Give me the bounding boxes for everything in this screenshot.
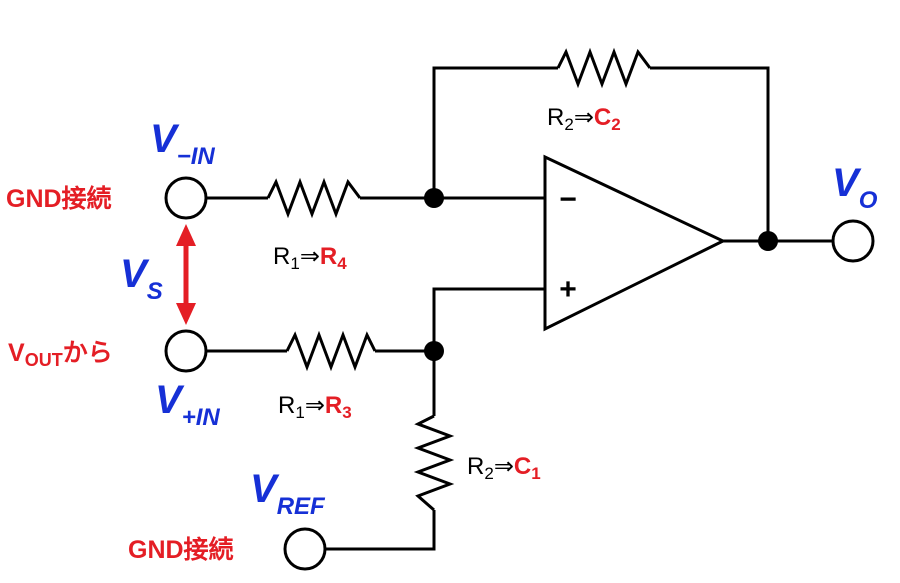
v-minus-in-sub: −IN bbox=[177, 143, 216, 170]
v-ref-main: V bbox=[250, 467, 280, 511]
bottom-input-orig: R bbox=[278, 392, 295, 419]
feedback-arrow: ⇒ bbox=[574, 104, 594, 131]
resistor-bottom-input bbox=[285, 330, 377, 372]
v-ref-sub: REF bbox=[277, 493, 326, 520]
terminal-minus-in bbox=[164, 176, 208, 220]
bottom-input-new: R bbox=[325, 392, 342, 419]
ground-new: C bbox=[514, 453, 531, 480]
bottom-input-arrow: ⇒ bbox=[305, 392, 325, 419]
opamp-triangle bbox=[543, 154, 727, 332]
top-input-arrow: ⇒ bbox=[300, 243, 320, 270]
ground-arrow: ⇒ bbox=[494, 453, 514, 480]
vout-source-label: VOUTから bbox=[8, 339, 113, 370]
v-plus-in-main: V bbox=[155, 378, 185, 422]
opamp-minus-sign: − bbox=[559, 183, 577, 216]
vout-label-sub: OUT bbox=[25, 350, 63, 370]
ground-orig-sub: 2 bbox=[484, 464, 493, 483]
wire-plus-to-opamp bbox=[432, 287, 545, 351]
label-ground-resistor: R2⇒C1 bbox=[467, 453, 541, 483]
v-s-sub: S bbox=[147, 278, 163, 305]
top-input-new: R bbox=[320, 243, 337, 270]
vout-label-suffix: から bbox=[63, 339, 113, 367]
v-o-main: V bbox=[832, 161, 862, 205]
feedback-orig-sub: 2 bbox=[564, 115, 573, 134]
v-s-main: V bbox=[120, 252, 150, 296]
label-feedback-resistor: R2⇒C2 bbox=[547, 104, 621, 134]
top-input-orig-sub: 1 bbox=[290, 254, 299, 273]
v-plus-in-sub: +IN bbox=[182, 404, 221, 431]
top-input-orig: R bbox=[273, 243, 290, 270]
feedback-new-sub: 2 bbox=[611, 115, 620, 134]
bottom-input-orig-sub: 1 bbox=[295, 403, 304, 422]
node-label-v-o: VO bbox=[832, 161, 878, 214]
junction-dot-output bbox=[758, 231, 778, 251]
node-label-v-s: VS bbox=[120, 252, 163, 305]
wire-ground-leg bbox=[325, 351, 436, 551]
junction-dot-minus bbox=[424, 188, 444, 208]
feedback-orig: R bbox=[547, 104, 564, 131]
gnd-connect-label-bottom: GND接続 bbox=[128, 535, 234, 564]
label-top-input-resistor: R1⇒R4 bbox=[273, 243, 347, 273]
resistor-feedback bbox=[556, 47, 652, 89]
bottom-input-new-sub: 3 bbox=[342, 403, 351, 422]
terminal-vo bbox=[831, 219, 875, 263]
terminal-plus-in bbox=[164, 329, 208, 373]
node-label-v-plus-in: V+IN bbox=[155, 378, 220, 431]
terminal-vref bbox=[283, 527, 327, 571]
v-minus-in-main: V bbox=[150, 117, 180, 161]
resistor-ground bbox=[413, 414, 455, 512]
vs-double-arrow bbox=[176, 224, 196, 325]
gnd-connect-label-top: GND接続 bbox=[6, 184, 112, 213]
ground-orig: R bbox=[467, 453, 484, 480]
resistor-top-input bbox=[266, 177, 362, 219]
node-label-v-ref: VREF bbox=[250, 467, 326, 520]
label-bottom-input-resistor: R1⇒R3 bbox=[278, 392, 352, 422]
wire-feedback bbox=[432, 66, 770, 241]
v-o-sub: O bbox=[859, 187, 878, 214]
feedback-new: C bbox=[594, 104, 611, 131]
node-label-v-minus-in: V−IN bbox=[150, 117, 215, 170]
ground-new-sub: 1 bbox=[531, 464, 540, 483]
opamp-plus-sign: + bbox=[559, 273, 577, 306]
vout-label-main: V bbox=[8, 339, 25, 367]
top-input-new-sub: 4 bbox=[337, 254, 347, 273]
junction-dot-plus bbox=[424, 341, 444, 361]
